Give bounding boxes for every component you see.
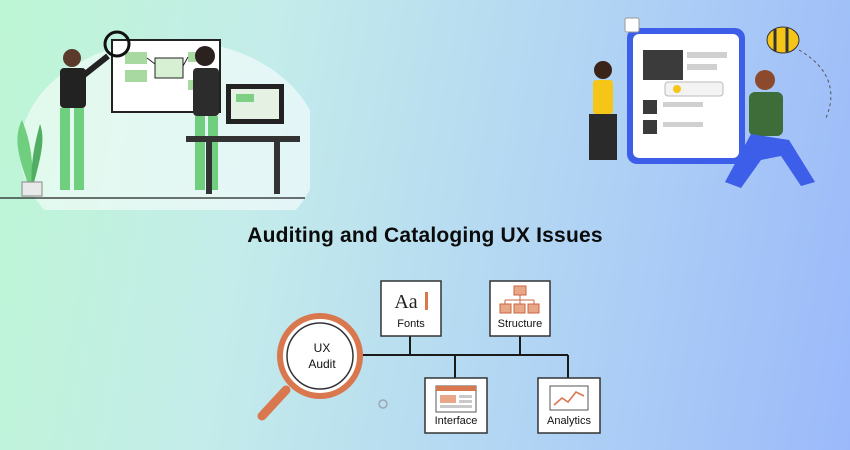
node-analytics: Analytics: [537, 377, 601, 434]
line-chart-icon: [549, 385, 589, 411]
interface-label: Interface: [435, 415, 478, 427]
fonts-aa-icon: Aa: [394, 291, 417, 313]
ux-audit-line1: UX: [314, 341, 331, 355]
ux-audit-line2: Audit: [308, 357, 336, 371]
text-cursor-icon: [425, 292, 428, 310]
magnifier-icon: [103, 30, 131, 58]
ux-audit-magnifier: UX Audit: [257, 313, 363, 421]
node-fonts: Aa Fonts: [380, 280, 442, 337]
browser-window-icon: [435, 385, 477, 413]
node-interface: Interface: [424, 377, 488, 434]
mobile-app-illustration: [589, 17, 832, 188]
analytics-label: Analytics: [547, 415, 592, 427]
fonts-label: Fonts: [397, 318, 425, 330]
connector-lines: [350, 336, 569, 378]
sitemap-icon: [499, 285, 540, 314]
structure-label: Structure: [498, 318, 543, 330]
team-whiteboard-illustration: [0, 30, 310, 210]
node-structure: Structure: [489, 280, 551, 337]
small-dot-icon: [378, 399, 388, 409]
page-title: Auditing and Cataloging UX Issues: [247, 224, 603, 247]
